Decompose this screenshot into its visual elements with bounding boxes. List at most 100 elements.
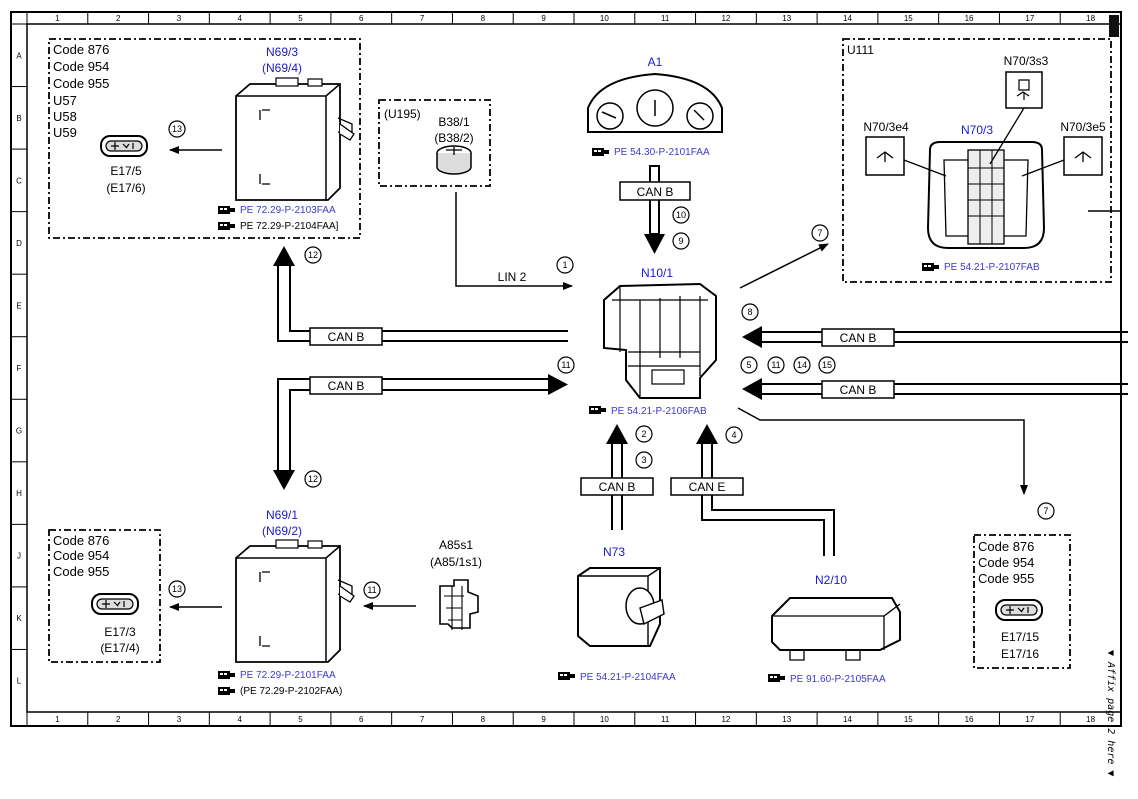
grid-column-label: 14 (843, 715, 852, 724)
grid-column-label: 1 (55, 14, 60, 23)
box-title: U111 (847, 43, 874, 57)
module-label-alt: (N69/2) (262, 524, 302, 538)
bus-label: CAN B (840, 383, 877, 397)
grid-row-label: G (16, 427, 22, 436)
manual-reference[interactable]: PE 54.30-P-2101FAA (614, 147, 710, 158)
callout: 11 (367, 585, 376, 595)
callout: 15 (822, 360, 832, 370)
grid-column-label: 9 (541, 715, 546, 724)
callout: 4 (731, 430, 736, 440)
manual-reference[interactable]: PE 91.60-P-2105FAA (790, 674, 886, 685)
grid-column-label: 12 (721, 14, 730, 23)
module-label-alt: (N69/4) (262, 61, 302, 75)
manual-reference[interactable]: PE 54.21-P-2106FAB (611, 406, 707, 417)
latch-switch: A85s1 (A85/1s1) (430, 538, 482, 630)
manual-reference[interactable]: PE 54.21-P-2107FAB (944, 262, 1040, 273)
grid-column-label: 6 (359, 14, 364, 23)
component-label: N10/1 (641, 266, 673, 280)
manual-reference-icon (218, 222, 235, 230)
code-line: Code 876 (53, 42, 109, 57)
component-label: A85s1 (439, 538, 473, 552)
grid-column-label: 11 (661, 14, 670, 23)
callout: 12 (308, 250, 318, 260)
door-module-front: N69/1 (N69/2) PE 72.29-P-2101FAA (PE 72.… (218, 508, 355, 697)
signal-arrow (737, 407, 1028, 495)
box-bottom-left: Code 876 Code 954 Code 955 E17/3 (E17/4) (48, 529, 161, 663)
grid-row-label: F (17, 364, 22, 373)
code-line: Code 955 (53, 76, 109, 91)
bus-label: CAN E (689, 480, 726, 494)
component-label: N70/3 (961, 123, 993, 137)
overhead-control-panel-icon (926, 141, 1046, 249)
bus-lin2: LIN 2 (455, 192, 573, 290)
code-line: Code 954 (53, 59, 109, 74)
callout: 2 (641, 429, 646, 439)
box-title: (U195) (384, 107, 421, 121)
manual-reference-icon (218, 671, 235, 679)
component-label: A1 (648, 55, 663, 69)
code-line: Code 955 (978, 571, 1034, 586)
grid-column-label: 3 (177, 715, 182, 724)
signal-arrow (739, 243, 829, 289)
manual-reference[interactable]: PE 54.21-P-2104FAA (580, 672, 676, 683)
grid-column-label: 16 (965, 715, 974, 724)
module-label: N69/1 (266, 508, 298, 522)
lamp-icon (995, 599, 1043, 621)
grid-column-label: 5 (298, 715, 303, 724)
manual-reference-icon (589, 406, 606, 414)
code-line: U58 (53, 109, 77, 124)
code-line: Code 876 (53, 533, 109, 548)
manual-reference-icon (592, 148, 609, 156)
callout-numbers: 1 2 3 4 5 7 7 8 9 10 11 11 11 12 12 13 1… (172, 124, 1049, 595)
bus-right-lower: CAN B (742, 378, 1128, 400)
callout: 1 (562, 260, 567, 270)
grid-column-label: 13 (782, 715, 791, 724)
control-module-icon (235, 77, 355, 201)
grid-column-label: 12 (721, 715, 730, 724)
manual-reference-icon (218, 687, 235, 695)
grid-column-label: 18 (1086, 715, 1095, 724)
callouts (168, 120, 1055, 599)
bus-label: LIN 2 (498, 270, 527, 284)
lamp-label: E17/15 (1001, 630, 1039, 644)
manual-reference[interactable]: PE 72.29-P-2104FAA] (240, 221, 339, 232)
grid-column-label: 13 (782, 14, 791, 23)
bus-n69-1-to-n10: CAN B (273, 374, 568, 490)
callout: 12 (308, 474, 318, 484)
grid-column-label: 1 (55, 715, 60, 724)
grid-column-label: 3 (177, 14, 182, 23)
code-line: Code 955 (53, 564, 109, 579)
ignition-switch: N73 PE 54.21-P-2104FAA (558, 545, 676, 683)
grid-column-label: 5 (298, 14, 303, 23)
grid-row-label: C (16, 176, 22, 185)
manual-reference-icon (558, 672, 575, 680)
callout: 13 (172, 584, 182, 594)
callout: 3 (641, 455, 646, 465)
callout: 13 (172, 124, 182, 134)
grid-column-label: 15 (904, 14, 913, 23)
lamp-icon (91, 593, 139, 615)
lamp-icon (100, 135, 148, 157)
sensor-icon (436, 145, 472, 175)
manual-reference[interactable]: PE 72.29-P-2101FAA (240, 670, 336, 681)
bus-label: CAN B (840, 331, 877, 345)
grid-row-label: H (16, 489, 22, 498)
grid-column-label: 11 (661, 715, 670, 724)
code-line: U57 (53, 93, 77, 108)
bus-n73-to-n10: CAN B (580, 424, 654, 530)
component-label: N73 (603, 545, 625, 559)
grid-column-label: 8 (481, 14, 486, 23)
restraint-module: N2/10 PE 91.60-P-2105FAA (768, 573, 901, 685)
bus-label: CAN B (328, 330, 365, 344)
lamp-label-alt: (E17/6) (106, 181, 145, 195)
manual-reference[interactable]: PE 72.29-P-2103FAA (240, 205, 336, 216)
manual-reference[interactable]: (PE 72.29-P-2102FAA) (240, 686, 342, 697)
box-top-left: Code 876 Code 954 Code 955 U57 U58 U59 N… (48, 38, 361, 239)
code-line: Code 954 (978, 555, 1034, 570)
callout: 11 (561, 360, 570, 370)
control-module-icon (235, 539, 355, 663)
manual-reference-icon (218, 206, 235, 214)
grid-column-label: 7 (420, 14, 425, 23)
code-line: Code 876 (978, 539, 1034, 554)
grid-row-label: J (17, 552, 21, 561)
